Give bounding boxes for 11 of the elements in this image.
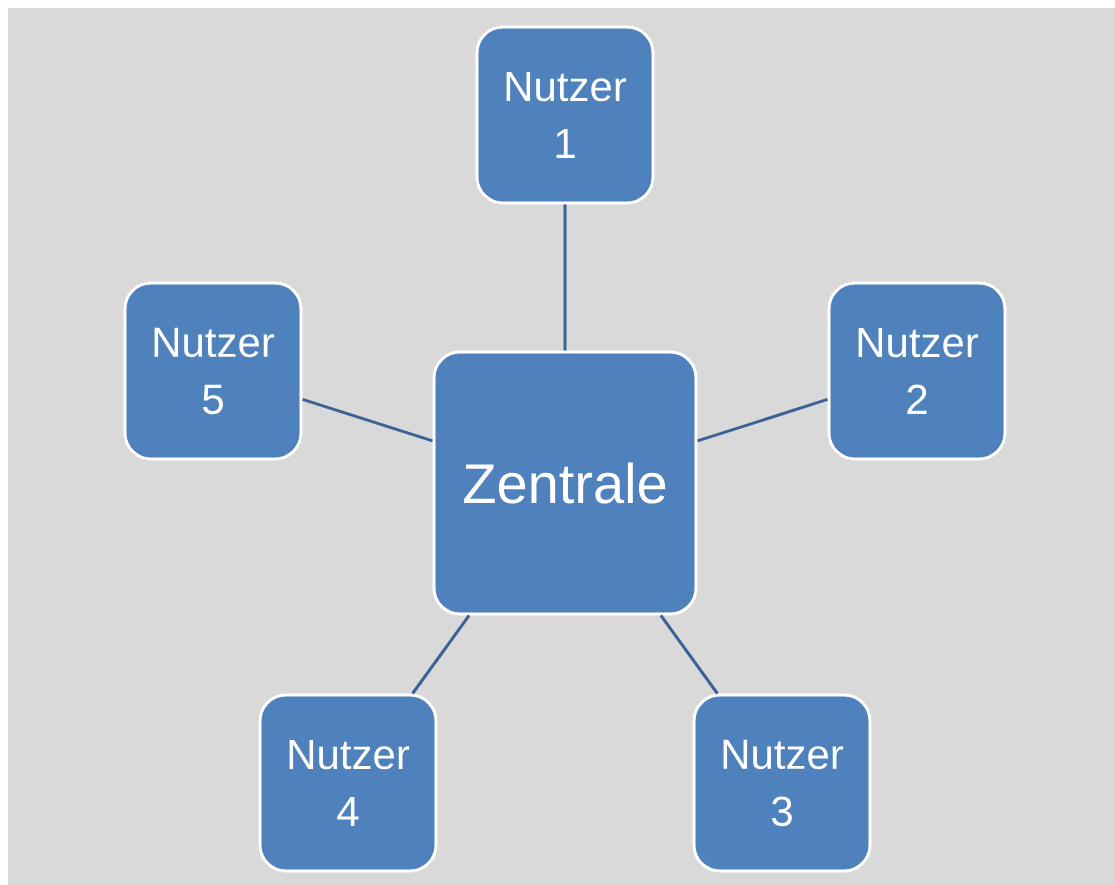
user-box: Nutzer 2 (827, 281, 1007, 461)
user-box: Nutzer 3 (692, 693, 872, 873)
user-box: Nutzer 4 (258, 693, 438, 873)
hub-box: Zentrale (432, 350, 698, 616)
connector-line (411, 614, 471, 695)
connector-line (659, 614, 719, 695)
connector-line (697, 398, 828, 443)
user-box: Nutzer 5 (123, 281, 303, 461)
connector-line (563, 204, 567, 351)
user-box: Nutzer 1 (475, 25, 655, 205)
connector-line (302, 398, 433, 443)
